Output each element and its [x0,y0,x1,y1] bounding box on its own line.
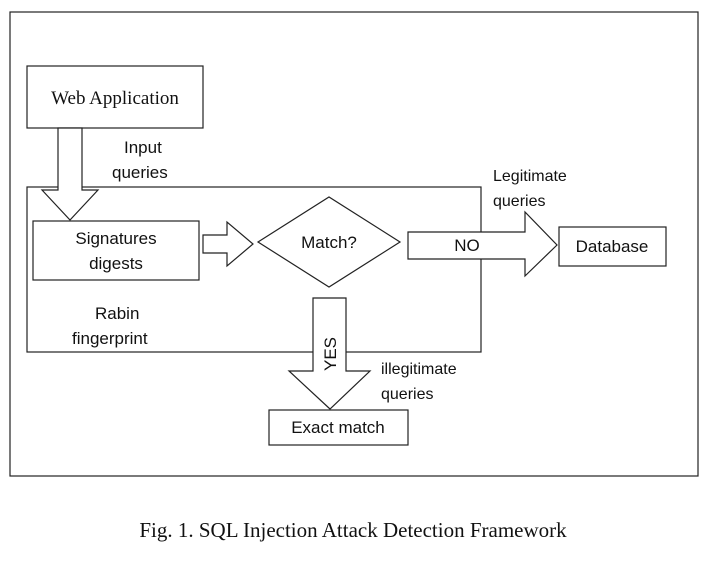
signatures-digests-box [32,220,200,281]
figure-frame [9,11,699,477]
web-application-box [26,65,204,129]
rabin-fingerprint-container [26,186,482,353]
match-decision-diamond [256,196,402,288]
signatures-digests-label-line2: digests [89,254,143,273]
exact-match-label: Exact match [291,418,385,437]
database-box [558,226,667,267]
rabin-fingerprint-label-line2: fingerprint [72,329,148,348]
signatures-to-match-arrow [202,220,254,268]
input-queries-label-line2: queries [112,163,168,182]
figure-caption: Fig. 1. SQL Injection Attack Detection F… [139,518,567,542]
web-application-label: Web Application [51,88,179,109]
signatures-digests-label-line1: Signatures [75,229,156,248]
input-queries-label-line1: Input [124,138,162,157]
legitimate-queries-label-line2: queries [493,193,545,210]
no-label: NO [454,236,480,255]
exact-match-box [268,409,409,446]
rabin-fingerprint-label-line1: Rabin [95,304,139,323]
yes-label: YES [321,337,340,371]
no-arrow [407,210,558,278]
illegitimate-queries-label-line1: illegitimate [381,361,457,378]
input-arrow [40,127,100,221]
match-label: Match? [301,233,357,252]
illegitimate-queries-label-line2: queries [381,386,433,403]
legitimate-queries-label-line1: Legitimate [493,168,567,185]
database-label: Database [576,237,649,256]
yes-arrow [287,297,372,410]
